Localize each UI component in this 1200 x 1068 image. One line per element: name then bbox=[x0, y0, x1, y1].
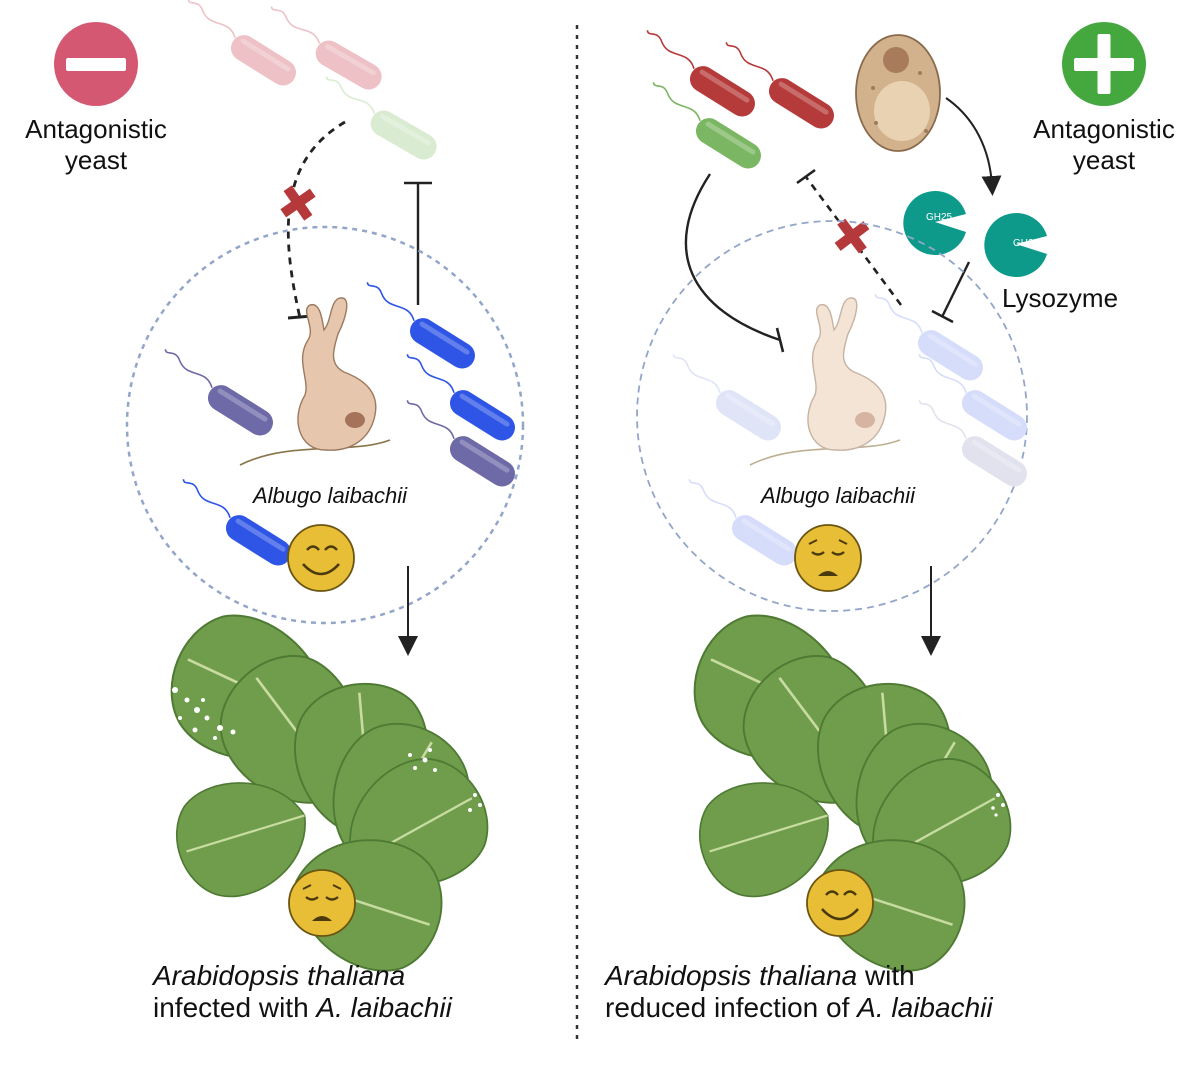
left-caption-pathogen: A. laibachii bbox=[316, 992, 452, 1023]
yeast-cell-icon bbox=[855, 34, 941, 152]
left-yeast-label-1: Antagonistic bbox=[25, 114, 167, 144]
minus-badge-icon bbox=[54, 22, 138, 106]
left-caption: Arabidopsis thaliana infected with A. la… bbox=[153, 960, 452, 1024]
left-caption-prefix: infected with bbox=[153, 992, 317, 1023]
svg-text:GH25: GH25 bbox=[926, 212, 953, 223]
blocked-inhibition-line bbox=[286, 120, 346, 319]
faded-green-bacterium bbox=[313, 74, 443, 166]
happy-face-icon bbox=[806, 869, 874, 937]
right-panel: Antagonistic yeast GH25 GH25 Lysozyme bbox=[633, 22, 1175, 985]
inhibition-cross-icon bbox=[280, 185, 316, 221]
plus-badge-icon bbox=[1062, 22, 1146, 106]
svg-text:GH25: GH25 bbox=[1013, 238, 1040, 249]
right-caption-species: Arabidopsis thaliana bbox=[605, 960, 858, 991]
right-pathogen-label: Albugo laibachii bbox=[759, 483, 916, 508]
right-yeast-label-1: Antagonistic bbox=[1033, 114, 1175, 144]
oomycete-icon bbox=[749, 297, 901, 466]
right-caption-suffix: with bbox=[857, 960, 915, 991]
faded-bacterium bbox=[659, 352, 787, 447]
secretion-arrow bbox=[945, 97, 1002, 196]
right-caption-prefix: reduced infection of bbox=[605, 992, 858, 1023]
right-yeast-label-2: yeast bbox=[1073, 145, 1136, 175]
lysozyme-label: Lysozyme bbox=[1002, 283, 1118, 313]
lysozyme-inhibition-line bbox=[940, 261, 971, 318]
leaf-microbiome-circle bbox=[636, 220, 1028, 612]
leaf-microbiome-circle bbox=[125, 225, 525, 625]
lysozyme-icon: GH25 bbox=[903, 191, 966, 256]
red-bacterium bbox=[633, 28, 761, 123]
inhibition-cross-icon bbox=[834, 218, 870, 254]
inhibition-line bbox=[684, 173, 781, 342]
lysozyme-icon: GH25 bbox=[984, 213, 1047, 277]
left-caption-species: Arabidopsis thaliana bbox=[153, 960, 406, 991]
right-caption: Arabidopsis thaliana with reduced infect… bbox=[605, 960, 993, 1024]
sad-face-icon bbox=[794, 524, 862, 592]
right-caption-pathogen: A. laibachii bbox=[857, 992, 993, 1023]
faded-bacterium bbox=[861, 292, 989, 387]
left-pathogen-label: Albugo laibachii bbox=[251, 483, 408, 508]
purple-bacterium bbox=[151, 347, 279, 442]
left-yeast-label-2: yeast bbox=[65, 145, 128, 175]
oomycete-icon bbox=[239, 297, 391, 466]
infection-spots bbox=[163, 673, 482, 812]
sad-face-icon bbox=[288, 869, 356, 937]
infection-spots bbox=[991, 793, 1005, 817]
happy-face-icon bbox=[287, 524, 355, 592]
faded-bacterium bbox=[174, 0, 302, 92]
plant-icon bbox=[150, 596, 510, 985]
left-panel: Antagonistic yeast bbox=[25, 0, 525, 985]
plant-icon bbox=[673, 596, 1033, 985]
